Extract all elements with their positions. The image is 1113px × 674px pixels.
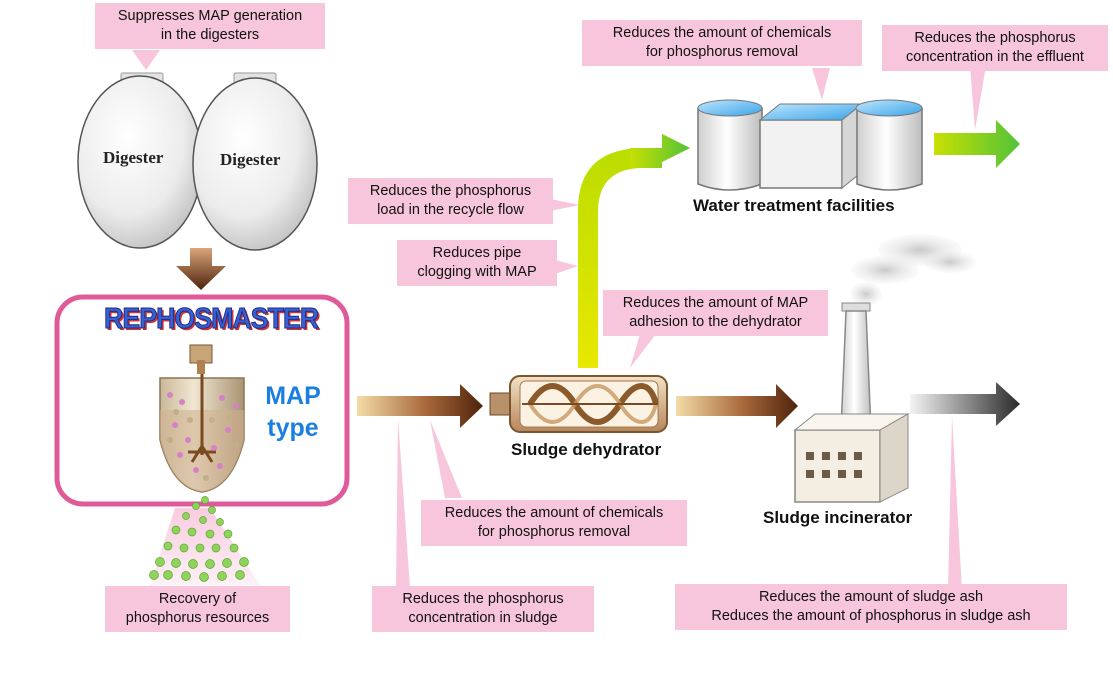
digester-right-label: Digester xyxy=(220,150,281,169)
callout-sludge-concentration-line2: concentration in sludge xyxy=(408,610,558,626)
callout-chemicals-mid: Reduces the amount of chemicals for phos… xyxy=(421,500,687,546)
callout-chemicals-mid-line1: Reduces the amount of chemicals xyxy=(444,505,664,521)
callout-digesters-line2: in the digesters xyxy=(160,27,260,43)
callout-map-adhesion-line2: adhesion to the dehydrator xyxy=(629,314,802,330)
callout-effluent-line2: concentration in the effluent xyxy=(906,49,1084,65)
callout-map-adhesion: Reduces the amount of MAP adhesion to th… xyxy=(603,290,828,336)
callout-recovery-line2: phosphorus resources xyxy=(125,610,270,626)
map-type-line2: type xyxy=(267,414,319,442)
callout-pipe-clogging-line2: clogging with MAP xyxy=(417,264,537,280)
callout-recycle-flow-line2: load in the recycle flow xyxy=(377,202,524,218)
callout-effluent: Reduces the phosphorus concentration in … xyxy=(882,25,1108,71)
digester-left-label: Digester xyxy=(103,148,164,167)
sludge-incinerator-label: Sludge incinerator xyxy=(763,508,913,527)
callout-chemicals-mid-line2: for phosphorus removal xyxy=(477,524,631,540)
callout-chemicals-top: Reduces the amount of chemicals for phos… xyxy=(582,20,862,66)
dehydrator-machine xyxy=(489,375,668,433)
callout-pipe-clogging-line1: Reduces pipe xyxy=(432,245,522,261)
callout-recycle-flow-line1: Reduces the phosphorus xyxy=(369,183,532,199)
callout-sludge-concentration-line1: Reduces the phosphorus xyxy=(402,591,564,607)
incinerator-building xyxy=(793,302,910,503)
digester-right-tank xyxy=(192,77,318,251)
callout-map-adhesion-line1: Reduces the amount of MAP xyxy=(622,295,809,311)
water-treatment-plant xyxy=(697,99,923,191)
flow-arrow-to-dehydrator xyxy=(357,384,483,428)
phosphorus-pellets xyxy=(149,496,249,582)
digesters xyxy=(77,72,318,251)
callout-effluent-line1: Reduces the phosphorus xyxy=(914,30,1076,46)
effluent-arrow xyxy=(934,120,1020,168)
callout-sludge-concentration: Reduces the phosphorus concentration in … xyxy=(372,586,594,632)
digester-down-arrow xyxy=(176,248,226,290)
water-treatment-label: Water treatment facilities xyxy=(693,196,895,215)
rephosmaster-title: REPHOSMASTER xyxy=(104,303,320,336)
callout-digesters: Suppresses MAP generation in the digeste… xyxy=(95,3,325,49)
sludge-dehydrator-label: Sludge dehydrator xyxy=(511,440,662,459)
callout-chemicals-top-line1: Reduces the amount of chemicals xyxy=(612,25,832,41)
ash-arrow xyxy=(910,382,1020,426)
flow-arrow-to-incinerator xyxy=(676,384,798,428)
callout-pipe-clogging: Reduces pipe clogging with MAP xyxy=(397,240,557,286)
callout-ash: Reduces the amount of sludge ash Reduces… xyxy=(675,584,1067,630)
callout-ash-line2: Reduces the amount of phosphorus in slud… xyxy=(711,608,1031,624)
map-type-line1: MAP xyxy=(265,382,321,410)
callout-recycle-flow: Reduces the phosphorus load in the recyc… xyxy=(348,178,553,224)
callout-digesters-line1: Suppresses MAP generation xyxy=(117,8,303,24)
map-type-label: MAP type xyxy=(255,380,331,444)
callout-recovery-line1: Recovery of xyxy=(158,591,237,607)
smoke xyxy=(850,234,976,306)
callout-chemicals-top-line2: for phosphorus removal xyxy=(645,44,799,60)
map-reactor xyxy=(159,344,245,493)
callout-ash-line1: Reduces the amount of sludge ash xyxy=(758,589,984,605)
callout-recovery: Recovery of phosphorus resources xyxy=(105,586,290,632)
recycle-flow-arrow xyxy=(578,134,690,368)
